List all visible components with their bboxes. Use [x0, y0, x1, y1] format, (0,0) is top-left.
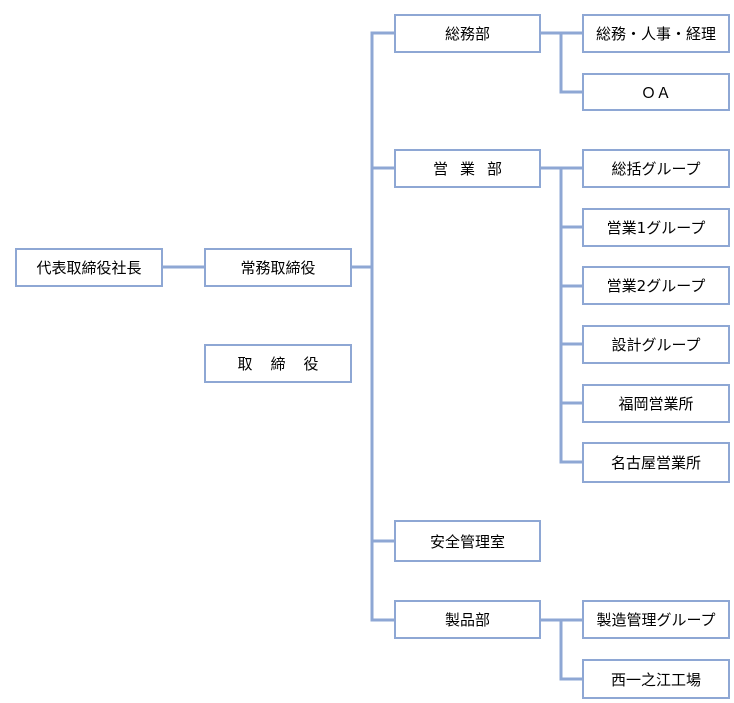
box-general-affairs: 総務部 — [394, 14, 541, 53]
box-products: 製品部 — [394, 600, 541, 639]
box-factory: 西一之江工場 — [582, 659, 730, 699]
box-safety: 安全管理室 — [394, 520, 541, 562]
box-admin-hr-accounting: 総務・人事・経理 — [582, 14, 730, 53]
box-general-group: 総括グループ — [582, 149, 730, 188]
box-design-group: 設計グループ — [582, 325, 730, 364]
box-managing-director: 常務取締役 — [204, 248, 352, 287]
box-nagoya-office: 名古屋営業所 — [582, 442, 730, 483]
box-president: 代表取締役社長 — [15, 248, 163, 287]
box-sales-group-1: 営業1グループ — [582, 208, 730, 247]
box-sales: 営業部 — [394, 149, 541, 188]
box-fukuoka-office: 福岡営業所 — [582, 384, 730, 423]
box-production-group: 製造管理グループ — [582, 600, 730, 639]
box-oa: ＯＡ — [582, 73, 730, 111]
box-sales-group-2: 営業2グループ — [582, 266, 730, 305]
box-director: 取締役 — [204, 344, 352, 383]
